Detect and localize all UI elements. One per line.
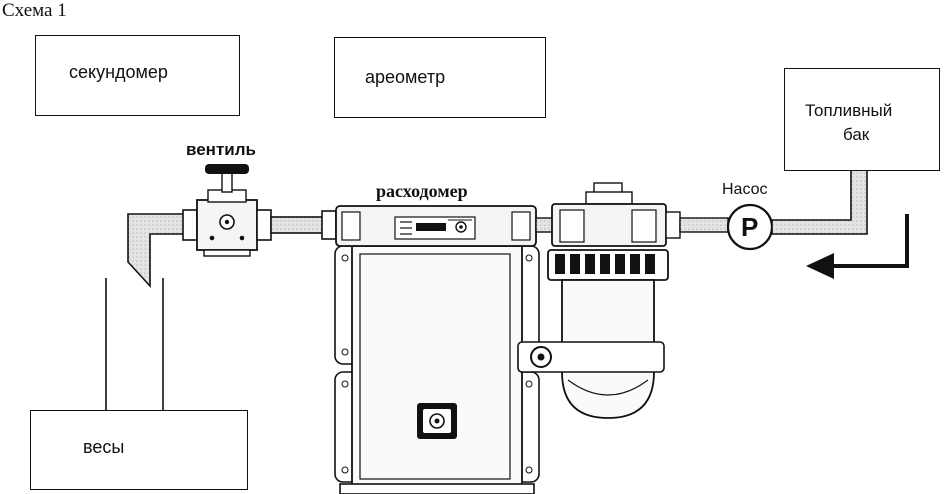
pipe-fitting: [665, 211, 681, 239]
fuel-tank-label-line1: Топливный: [805, 101, 893, 120]
inlet-pipe: [771, 169, 868, 235]
pump-label: Насос: [722, 181, 768, 198]
valve: [182, 164, 272, 257]
scales-box: весы: [30, 410, 248, 490]
pipe-segment: [679, 217, 729, 233]
valve-label: вентиль: [186, 140, 256, 159]
flowmeter-stand: [334, 245, 540, 494]
diagram-title: Схема 1: [2, 0, 67, 21]
hydrometer-box: ареометр: [334, 37, 546, 118]
pump-symbol: P: [741, 212, 759, 242]
sight-glass-icon: [417, 403, 457, 439]
pipe-segment: [270, 216, 324, 234]
pipe-fitting: [321, 210, 337, 240]
flow-arrow-icon: [806, 214, 909, 279]
fuel-tank-label-line2: бак: [843, 125, 870, 144]
flowmeter: [335, 205, 537, 247]
scales-label: весы: [83, 437, 125, 457]
valve-handle-icon: [205, 164, 249, 174]
outlet-pipe: [127, 213, 186, 289]
measuring-container: [105, 278, 164, 410]
stopwatch-box: секундомер: [35, 35, 240, 116]
stopwatch-label: секундомер: [69, 62, 168, 82]
flowmeter-label: расходомер: [376, 181, 468, 201]
filter: [517, 182, 669, 419]
hydrometer-label: ареометр: [365, 67, 446, 87]
flowmeter-display-icon: [416, 223, 446, 231]
fuel-tank-box: Топливный бак: [784, 68, 940, 171]
